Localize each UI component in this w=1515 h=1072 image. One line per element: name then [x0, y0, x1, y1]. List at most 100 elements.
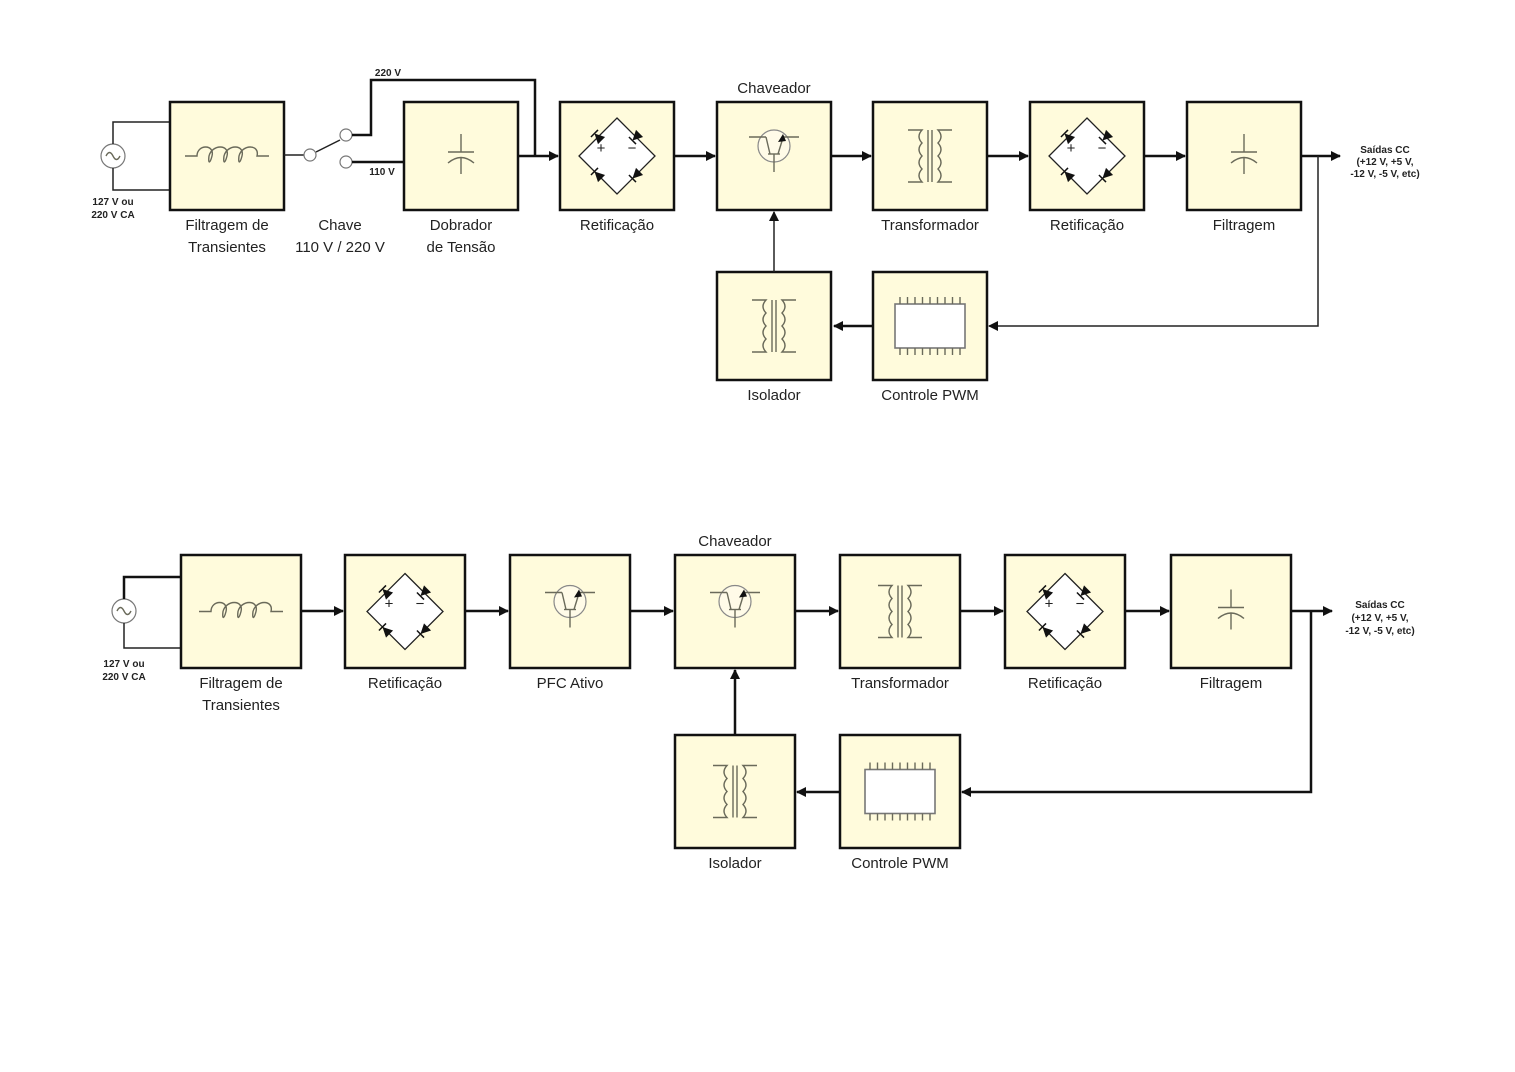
transformer-icon [713, 764, 757, 819]
label-110v: 110 V [369, 167, 395, 178]
capacitor-icon [447, 134, 475, 174]
transformer-icon [908, 129, 952, 183]
output-label: -12 V, -5 V, etc) [1350, 169, 1419, 180]
transformer-secondary-coil [906, 584, 922, 639]
diode-bar [590, 167, 599, 176]
label-220v: 220 V [375, 68, 401, 79]
inductor-icon [199, 601, 283, 619]
block-label: de Tensão [427, 239, 496, 256]
transistor-line [573, 596, 579, 610]
source-wire [112, 168, 170, 191]
transistor-icon [545, 584, 595, 628]
bridge-rectifier-icon: +− [1048, 117, 1126, 195]
source-label: 127 V ou [103, 659, 144, 670]
block-label: Chave [318, 217, 361, 234]
block-label: Retificação [1050, 217, 1124, 234]
transformer-primary-coil [713, 764, 729, 819]
plus-sign: + [1045, 596, 1054, 613]
block-label: Retificação [1028, 675, 1102, 692]
block-box [402, 100, 520, 212]
transformer-icon [752, 299, 796, 353]
ic-chip-icon [894, 297, 966, 355]
block-label: PFC Ativo [537, 675, 604, 692]
block-box [715, 270, 833, 382]
ic-chip-icon [864, 762, 936, 821]
transformer-primary-coil [752, 299, 768, 353]
diode-bar [378, 622, 387, 632]
output-label: Saídas CC [1355, 600, 1404, 611]
block-label: Retificação [580, 217, 654, 234]
block-chaveador: Chaveador [673, 533, 797, 670]
capacitor-icon [1230, 134, 1258, 174]
diode-bar [1098, 174, 1107, 183]
block-label: Transformador [881, 217, 979, 234]
block-box [1185, 100, 1303, 212]
transistor-line [765, 136, 771, 155]
ac-source-icon [100, 143, 126, 169]
diode-bar [416, 629, 425, 639]
switch-icon [284, 128, 353, 169]
transistor-line [738, 596, 744, 610]
block-label: Controle PWM [881, 387, 979, 404]
source-wire [122, 575, 181, 599]
diode-bar [378, 584, 387, 594]
diode-bar [416, 591, 425, 601]
output-label: (+12 V, +5 V, [1351, 613, 1408, 624]
block-transformador: Transformador [871, 100, 989, 234]
block-controle-pwm: Controle PWM [838, 733, 962, 872]
diode-bar [1038, 622, 1047, 632]
diode-bar [1060, 129, 1069, 138]
capacitor-icon [1217, 589, 1245, 630]
diode-bar [1076, 629, 1085, 639]
block-dobrador: Dobrador de Tensão [402, 100, 520, 256]
output-label: -12 V, -5 V, etc) [1345, 626, 1414, 637]
transistor-arrow [739, 589, 747, 598]
block-label: Filtragem [1213, 217, 1276, 234]
wire-220v [352, 78, 537, 156]
ac-sine [105, 151, 121, 161]
plus-sign: + [385, 596, 394, 613]
output-label: (+12 V, +5 V, [1356, 157, 1413, 168]
switch-terminal [339, 128, 353, 142]
block-box [838, 553, 962, 670]
block-filtragem: Filtragem [1169, 553, 1293, 692]
chip-body [894, 303, 966, 349]
ac-sine [116, 606, 132, 616]
transistor-line [777, 140, 783, 155]
transistor-icon [749, 129, 799, 172]
block-filtragem: Filtragem [1185, 100, 1303, 234]
block-label: Transientes [202, 697, 280, 714]
transistor-arrow [778, 134, 786, 142]
block-box [673, 733, 797, 850]
block-label: Isolador [747, 387, 800, 404]
diode-bar [1098, 136, 1107, 145]
block-label: Filtragem de [199, 675, 282, 692]
block-label: Filtragem de [185, 217, 268, 234]
block-label: Controle PWM [851, 855, 949, 872]
inductor-icon [185, 146, 269, 163]
inductor-coil [185, 146, 269, 163]
output-label: Saídas CC [1360, 145, 1409, 156]
block-filtragem-transientes: Filtragem de Transientes [179, 553, 303, 714]
block-label: Retificação [368, 675, 442, 692]
diode-bar [590, 129, 599, 138]
minus-sign: − [416, 596, 425, 613]
block-label: Dobrador [430, 217, 493, 234]
ac-source-icon [111, 598, 137, 624]
block-retificacao-1: + − Retificação [343, 553, 467, 692]
block-label: 110 V / 220 V [295, 239, 385, 256]
block-label: Filtragem [1200, 675, 1263, 692]
block-label: Chaveador [737, 80, 810, 97]
source-label: 127 V ou [92, 197, 133, 208]
transistor-icon [710, 584, 760, 628]
block-label: Isolador [708, 855, 761, 872]
transistor-line [561, 592, 567, 610]
chip-body [864, 768, 936, 815]
transformer-primary-coil [878, 584, 894, 639]
block-box [1169, 553, 1293, 670]
block-label: Transformador [851, 675, 949, 692]
